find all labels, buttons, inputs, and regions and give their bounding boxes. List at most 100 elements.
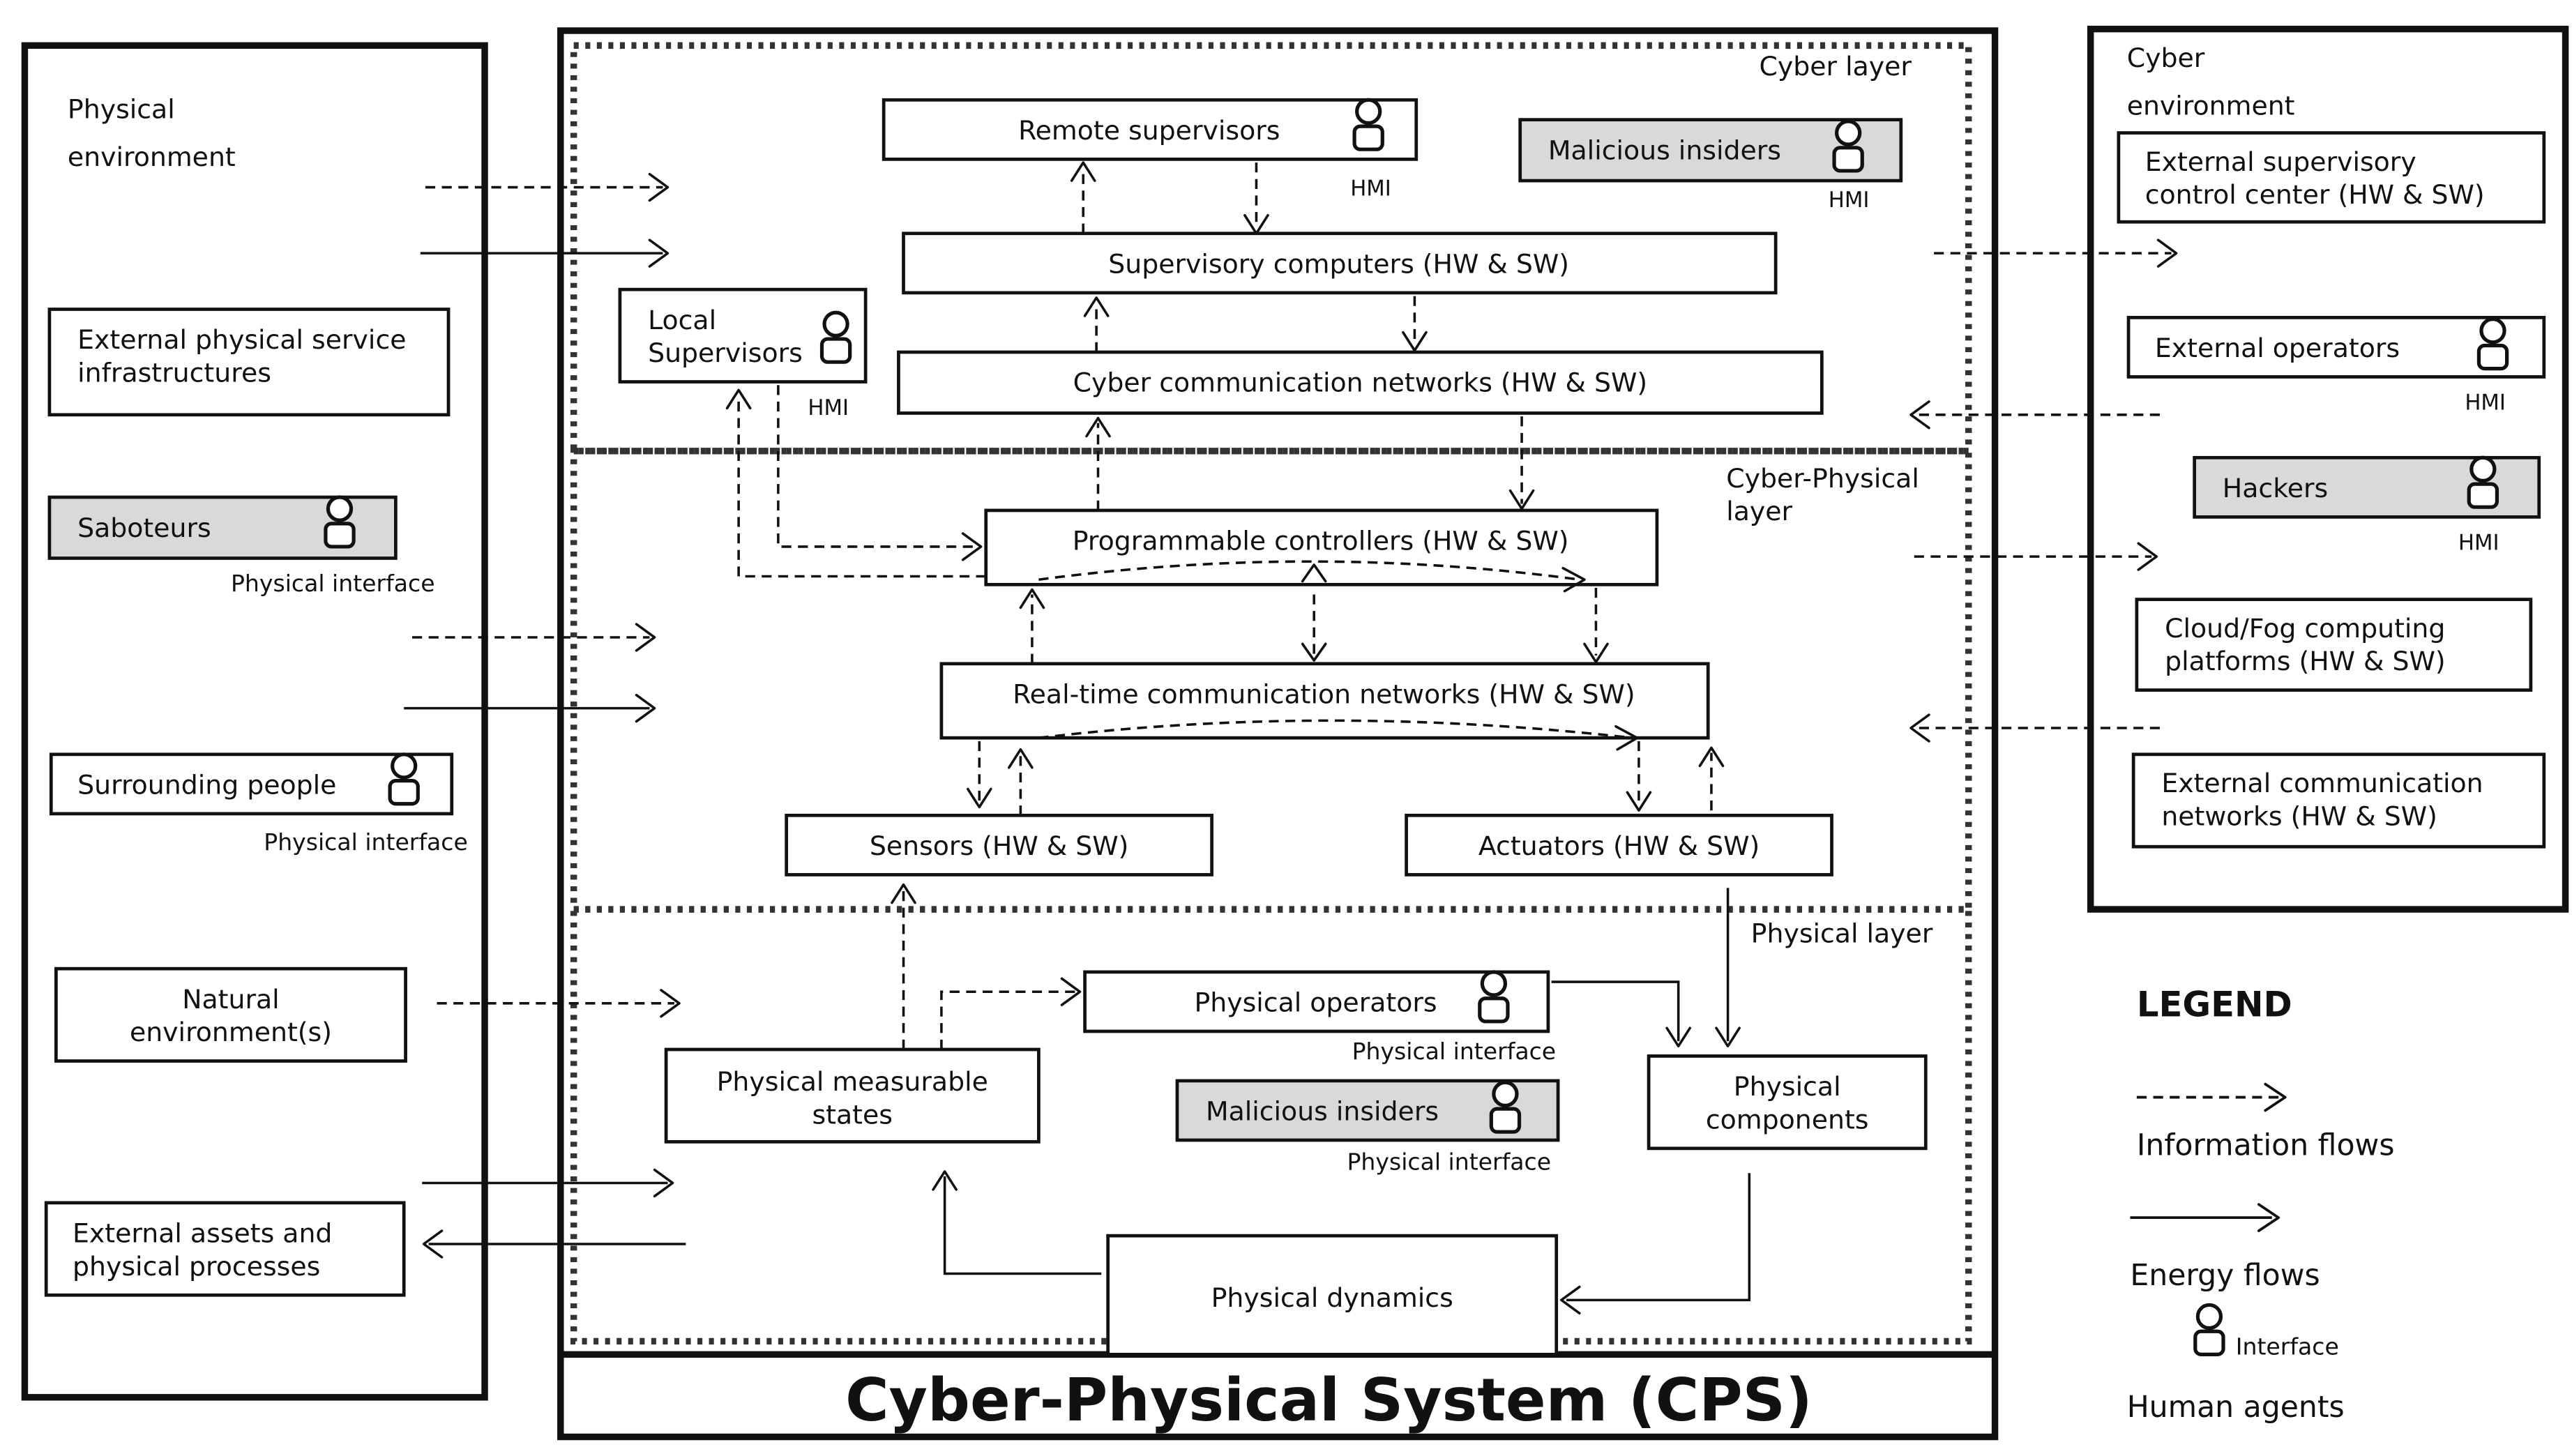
arrowhead xyxy=(648,172,670,202)
cyber-layer-label: Cyber layer xyxy=(1759,51,1912,82)
cyber-networks-label: Cyber communication networks (HW & SW) xyxy=(1073,367,1648,398)
external-networks-box xyxy=(2131,752,2546,849)
arrowhead xyxy=(891,883,916,904)
external-operators-box xyxy=(2126,315,2546,379)
surrounding-interface-label: Physical interface xyxy=(264,828,468,856)
physical-dynamics-label: Physical dynamics xyxy=(1211,1282,1453,1313)
physical-components-line2: components xyxy=(1706,1104,1869,1135)
arrowhead xyxy=(1019,588,1045,609)
remote-supervisors-box xyxy=(882,98,1419,161)
person-icon xyxy=(390,754,418,804)
cps-panel xyxy=(557,27,1999,1441)
arrowhead xyxy=(653,1168,674,1198)
arrowhead xyxy=(1560,1285,1581,1315)
information-flow-arrow xyxy=(777,385,976,548)
energy-flow-arrow xyxy=(943,1176,1102,1275)
legend-interface-label: Interface xyxy=(2236,1333,2339,1360)
hackers-hmi: HMI xyxy=(2458,531,2499,556)
person-icon xyxy=(326,497,354,547)
cyber-environment-title-2: environment xyxy=(2127,91,2295,121)
legend-energy-arrowhead xyxy=(2257,1203,2280,1232)
cyber-environment-panel xyxy=(2087,25,2569,913)
arrowhead xyxy=(725,388,752,410)
arrowhead xyxy=(635,623,656,652)
supervisory-computers-label: Supervisory computers (HW & SW) xyxy=(1108,249,1569,280)
legend-information-label: Information flows xyxy=(2137,1128,2395,1162)
remote-supervisors-hmi: HMI xyxy=(1350,176,1391,201)
physical-components-box xyxy=(1647,1054,1928,1151)
physical-operators-interface: Physical interface xyxy=(1352,1038,1557,1065)
saboteurs-interface-label: Physical interface xyxy=(231,570,435,597)
physical-operators-label: Physical operators xyxy=(1194,987,1437,1018)
supervisory-computers-box xyxy=(902,232,1778,295)
external-networks-line1: External communication xyxy=(2161,768,2483,798)
information-flow-arrow xyxy=(940,990,1075,1049)
cyber-environment-title-1: Cyber xyxy=(2127,43,2205,73)
arrowhead xyxy=(2137,542,2158,571)
person-icon xyxy=(1834,121,1862,171)
cps-title: Cyber-Physical System (CPS) xyxy=(845,1366,1813,1435)
legend-information-arrowhead xyxy=(2264,1082,2287,1112)
local-supervisors-line1: Local xyxy=(648,305,716,335)
arrowhead xyxy=(1626,791,1652,812)
external-supervisory-center-box xyxy=(2117,131,2546,224)
arrowhead xyxy=(1243,213,1269,235)
arrowhead xyxy=(1085,416,1111,438)
malicious-insiders-physical-label: Malicious insiders xyxy=(1206,1096,1439,1127)
external-operators-hmi: HMI xyxy=(2465,390,2506,416)
external-physical-services-line1: External physical service xyxy=(77,324,406,355)
physical-environment-panel xyxy=(21,42,488,1401)
energy-flow-arrow xyxy=(1566,1173,1751,1302)
realtime-networks-label: Real-time communication networks (HW & S… xyxy=(1013,679,1635,710)
arrowhead xyxy=(1402,331,1428,352)
physical-environment-title-1: Physical xyxy=(68,93,175,124)
person-icon xyxy=(2195,1305,2223,1354)
local-supervisors-box xyxy=(618,287,868,384)
malicious-insiders-physical-interface: Physical interface xyxy=(1347,1148,1551,1176)
arrowhead xyxy=(422,1229,444,1259)
arrowhead xyxy=(1301,642,1327,662)
cyber-physical-layer-label-2: layer xyxy=(1726,496,1792,526)
actuators-label: Actuators (HW & SW) xyxy=(1478,831,1760,861)
arrowhead xyxy=(932,1170,958,1191)
arrowhead xyxy=(1715,1026,1741,1048)
legend-human-agents-label: Human agents xyxy=(2127,1390,2345,1425)
arrowhead xyxy=(1583,642,1609,664)
energy-flow-arrow xyxy=(1551,980,1680,1042)
cloud-fog-box xyxy=(2135,598,2533,692)
external-operators-label: External operators xyxy=(2155,333,2400,363)
information-flow-arrow xyxy=(1038,560,1580,581)
arrowhead xyxy=(961,532,983,561)
physical-layer-frame xyxy=(570,906,1972,1345)
arrowhead xyxy=(1698,746,1725,768)
arrowhead xyxy=(1008,748,1034,769)
physical-environment-title-2: environment xyxy=(68,142,236,172)
cyber-physical-layer-label-1: Cyber-Physical xyxy=(1726,463,1919,494)
arrowhead xyxy=(1614,725,1639,751)
cloud-fog-line1: Cloud/Fog computing xyxy=(2165,613,2445,644)
arrowhead xyxy=(1083,296,1110,317)
arrowhead xyxy=(1301,563,1327,583)
saboteurs-label: Saboteurs xyxy=(77,513,211,543)
programmable-controllers-box xyxy=(984,508,1659,586)
surrounding-people-box xyxy=(49,752,454,816)
information-flow-arrow xyxy=(1038,719,1633,739)
legend-title: LEGEND xyxy=(2137,985,2292,1025)
arrowhead xyxy=(1665,1026,1691,1048)
arrowhead xyxy=(1060,977,1082,1006)
programmable-controllers-label: Programmable controllers (HW & SW) xyxy=(1073,526,1569,556)
physical-layer-label: Physical layer xyxy=(1751,918,1933,948)
arrowhead xyxy=(660,989,681,1018)
sensors-box xyxy=(785,813,1213,877)
person-icon xyxy=(2479,319,2506,369)
local-supervisors-hmi: HMI xyxy=(808,395,849,420)
arrowhead xyxy=(1561,566,1586,593)
actuators-box xyxy=(1405,813,1833,877)
person-icon xyxy=(2469,457,2497,507)
flow-arrows xyxy=(404,161,2178,1315)
arrowhead xyxy=(648,238,670,268)
external-assets-box xyxy=(44,1201,406,1297)
external-supervisory-center-line2: control center (HW & SW) xyxy=(2145,179,2485,210)
